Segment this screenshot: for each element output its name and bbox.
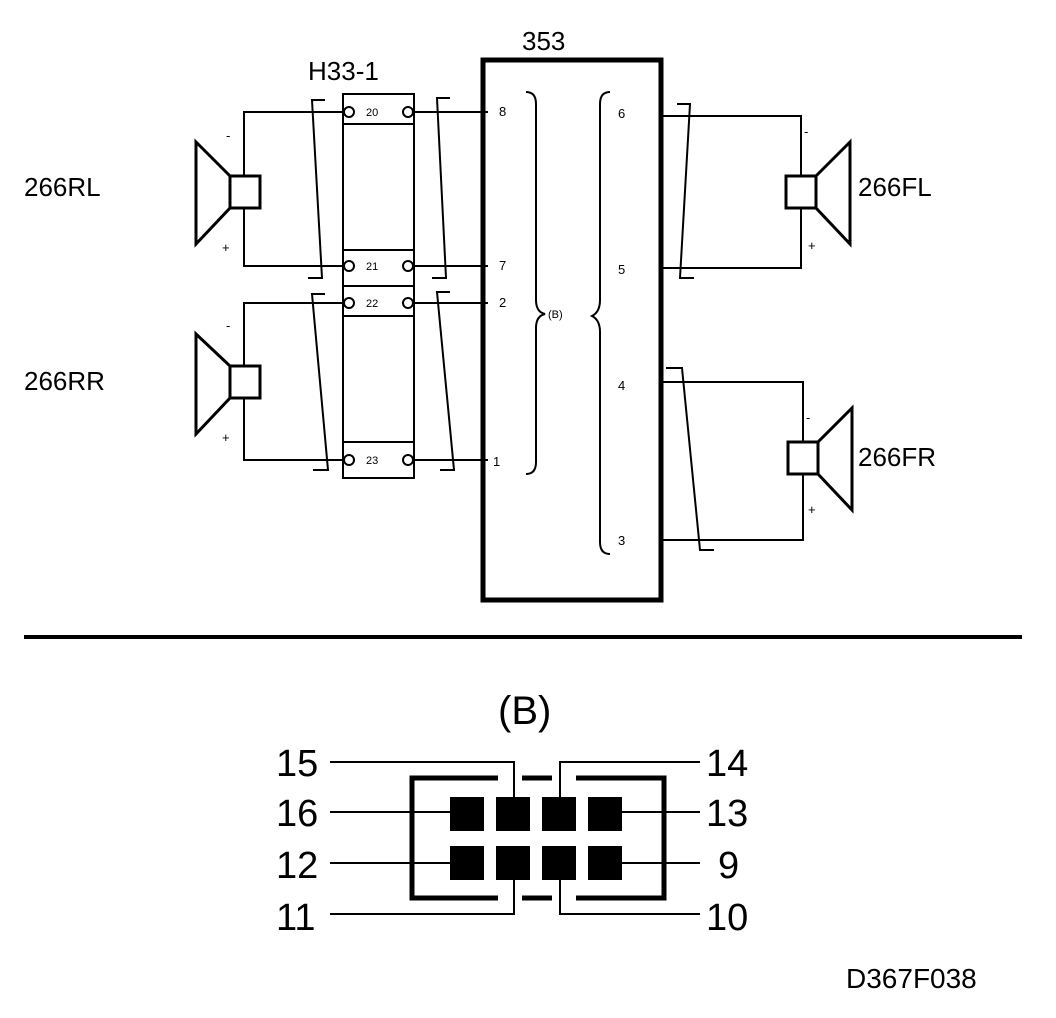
connector-b-leader-lines	[330, 761, 700, 915]
speaker-rr-wires	[243, 302, 344, 461]
junction-left-brackets	[308, 99, 330, 471]
speaker-rl-plus: +	[222, 240, 230, 255]
connector-b-housing	[409, 775, 667, 901]
pin-15-square	[496, 797, 530, 831]
speaker-fr-minus: -	[806, 410, 810, 425]
speaker-rl-wires	[243, 111, 344, 267]
pin-11-square	[496, 846, 530, 880]
pin-13-square	[588, 797, 622, 831]
unit-353-box	[480, 57, 664, 603]
unit-pin-6: 6	[618, 106, 625, 121]
speaker-rl-label: 266RL	[24, 172, 101, 202]
junction-block	[342, 93, 415, 479]
junction-right-brackets	[432, 97, 456, 471]
pin-label-16: 16	[276, 793, 318, 835]
speaker-fl-label: 266FL	[858, 172, 932, 202]
speaker-rr-plus: +	[222, 430, 230, 445]
pin-label-15: 15	[276, 743, 318, 785]
speaker-fl-minus: -	[804, 124, 808, 139]
pin-16-square	[450, 797, 484, 831]
fr-connector-bracket	[666, 367, 714, 551]
connector-b-brace-left	[525, 91, 546, 475]
pin-10-square	[542, 846, 576, 880]
connector-b-brace-right	[589, 91, 611, 555]
pin-label-14: 14	[706, 743, 748, 785]
junction-label: H33-1	[308, 56, 379, 86]
unit-pin-8: 8	[499, 104, 506, 119]
junction-terminal-22: 22	[366, 298, 378, 310]
junction-terminal-21: 21	[366, 261, 378, 273]
junction-to-unit-wires	[413, 111, 488, 461]
pin-label-12: 12	[276, 845, 318, 887]
speaker-fl-icon	[784, 138, 852, 248]
junction-body-upper	[342, 123, 415, 251]
pin-label-10: 10	[706, 897, 748, 939]
unit-pin-5: 5	[618, 262, 625, 277]
junction-body-lower	[342, 315, 415, 443]
fl-connector-bracket	[677, 103, 694, 279]
connector-b-tag: (B)	[548, 309, 563, 321]
unit-pin-7: 7	[499, 258, 506, 273]
speaker-fl-wires	[660, 115, 802, 269]
junction-terminal-23: 23	[366, 455, 378, 467]
pin-14-square	[542, 797, 576, 831]
speaker-fr-wires	[660, 381, 804, 541]
pin-label-13: 13	[706, 793, 748, 835]
unit-pin-3: 3	[618, 533, 625, 548]
pin-label-11: 11	[276, 897, 315, 939]
unit-pin-2: 2	[499, 295, 506, 310]
figure-code: D367F038	[846, 963, 977, 994]
speaker-rl-minus: -	[226, 128, 230, 143]
connector-b-pins	[450, 797, 622, 880]
unit-pin-4: 4	[618, 378, 625, 393]
junction-terminal-20: 20	[366, 107, 378, 119]
speaker-rr-minus: -	[226, 318, 230, 333]
speaker-fr-icon	[786, 404, 854, 514]
unit-pin-1: 1	[493, 454, 500, 469]
speaker-rr-icon	[194, 330, 262, 438]
unit-353-label: 353	[522, 26, 565, 56]
speaker-rl-icon	[194, 138, 262, 248]
speaker-fr-plus: +	[808, 502, 816, 517]
speaker-rr-label: 266RR	[24, 366, 105, 396]
connector-view-title: (B)	[498, 689, 551, 733]
pin-label-9: 9	[718, 845, 739, 887]
speaker-fr-label: 266FR	[858, 442, 936, 472]
speaker-fl-plus: +	[808, 238, 816, 253]
